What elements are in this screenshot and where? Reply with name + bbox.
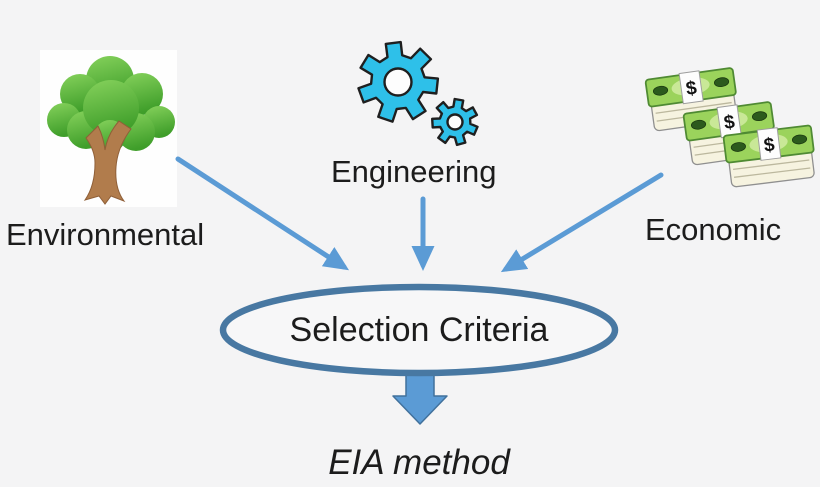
tree-trunk: [83, 120, 132, 205]
eia-method-label: EIA method: [328, 443, 510, 482]
selection-criteria-label: Selection Criteria: [289, 310, 549, 349]
gears-icon: [357, 40, 479, 147]
economic-label: Economic: [645, 212, 782, 247]
gear-large-hole: [383, 67, 413, 97]
connector-economic-arrow: [500, 172, 664, 273]
gear-small-hole: [446, 113, 464, 131]
environmental-image-box: [40, 50, 177, 207]
selection-criteria-ellipse: [219, 283, 619, 377]
engineering-label: Engineering: [331, 154, 497, 189]
tree-icon: [47, 56, 175, 205]
connector-environmental-arrow: [175, 156, 350, 271]
environmental-label: Environmental: [6, 217, 205, 252]
